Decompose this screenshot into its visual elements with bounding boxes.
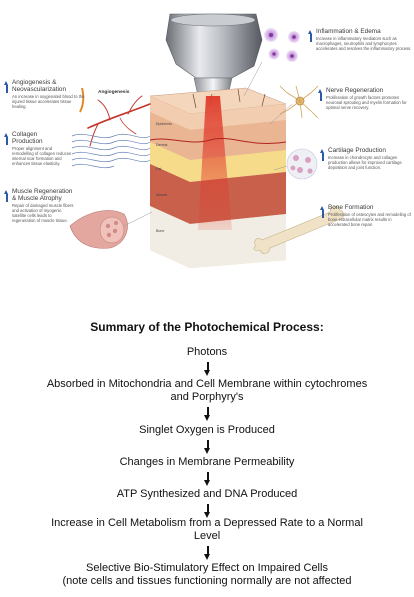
down-arrow-icon <box>204 546 210 560</box>
panel-nerve: Nerve Regeneration Proliferation of grow… <box>318 87 412 110</box>
up-arrow-icon <box>320 206 325 218</box>
panel-text: Repair of damaged muscle fibers and acti… <box>12 203 74 223</box>
down-arrow-icon <box>204 440 210 454</box>
panel-title: Bone Formation <box>328 204 374 211</box>
layer-label-fat: Fat <box>156 167 161 171</box>
blood-vessel-icon <box>87 95 151 147</box>
panel-text: Proper alignment and remodelling of coll… <box>12 146 72 166</box>
step-photons: Photons <box>186 346 228 358</box>
step-singlet-oxygen: Singlet Oxygen is Produced <box>139 424 275 436</box>
vessel-label: Angiogenesis <box>98 89 130 95</box>
panel-title: Nerve Regeneration <box>326 87 384 94</box>
layer-label-dermis: Dermis <box>156 143 168 147</box>
down-arrow-icon <box>204 407 210 421</box>
panel-angiogenesis: Angiogenesis & Neovascularization An inc… <box>4 79 86 109</box>
up-arrow-icon <box>4 190 9 202</box>
laser-handpiece-icon <box>165 13 263 99</box>
panel-text: Proliferation of growth factors promotes… <box>326 95 407 110</box>
up-arrow-icon <box>308 30 313 42</box>
muscle-fiber-icon <box>69 210 128 249</box>
panel-title: Inflammation & Edema <box>316 28 381 35</box>
collagen-fibers-icon <box>71 133 151 169</box>
summary-title: Summary of the Photochemical Process: <box>90 320 324 334</box>
cartilage-cell-icon <box>286 148 318 180</box>
layer-label-epidermis: Epidermis <box>156 122 172 126</box>
step-selective-effect: Selective Bio-Stimulatory Effect on Impa… <box>62 562 352 587</box>
down-up-arrow-icon <box>79 87 85 113</box>
panel-text: Proliferation of osteocytes and remodeli… <box>328 212 411 227</box>
step-cell-metabolism: Increase in Cell Metabolism from a Depre… <box>51 517 363 542</box>
step-atp-dna: ATP Synthesized and DNA Produced <box>116 488 298 500</box>
up-arrow-icon <box>4 81 9 93</box>
bone-icon <box>253 206 344 254</box>
up-arrow-icon <box>320 149 325 161</box>
up-arrow-icon <box>4 133 9 145</box>
panel-bone: Bone Formation Proliferation of osteocyt… <box>320 204 412 227</box>
neuron-icon <box>279 85 319 119</box>
step-membrane-permeability: Changes in Membrane Permeability <box>119 456 295 468</box>
layer-label-bone: Bone <box>156 229 164 233</box>
panel-title: Collagen Production <box>12 131 43 145</box>
panel-inflammation: Inflammation & Edema Increase in inflamm… <box>308 28 412 51</box>
tissue-block: Epidermis Dermis Fat Muscle Bone <box>149 87 287 268</box>
panel-text: An increase in oxygenated blood to the i… <box>12 94 85 109</box>
panel-muscle: Muscle Regeneration & Muscle Atrophy Rep… <box>4 188 74 223</box>
panel-text: Increase in chondrocyte and collagen pro… <box>328 155 402 170</box>
up-arrow-icon <box>318 89 323 101</box>
panel-text: Increase in inflammatory mediators such … <box>316 36 412 51</box>
inflammatory-cell-icon <box>264 28 300 62</box>
panel-title: Cartilage Production <box>328 147 386 154</box>
layer-label-muscle: Muscle <box>156 193 167 197</box>
step-absorbed: Absorbed in Mitochondria and Cell Membra… <box>46 378 368 403</box>
down-arrow-icon <box>204 362 210 376</box>
down-arrow-icon <box>204 472 210 486</box>
down-arrow-icon <box>204 504 210 518</box>
panel-cartilage: Cartilage Production Increase in chondro… <box>320 147 412 170</box>
therapy-illustration: Epidermis Dermis Fat Muscle Bone Angioge… <box>69 13 344 268</box>
panel-title: Muscle Regeneration & Muscle Atrophy <box>12 188 73 202</box>
panel-title: Angiogenesis & Neovascularization <box>12 79 66 93</box>
panel-collagen: Collagen Production Proper alignment and… <box>4 131 74 166</box>
